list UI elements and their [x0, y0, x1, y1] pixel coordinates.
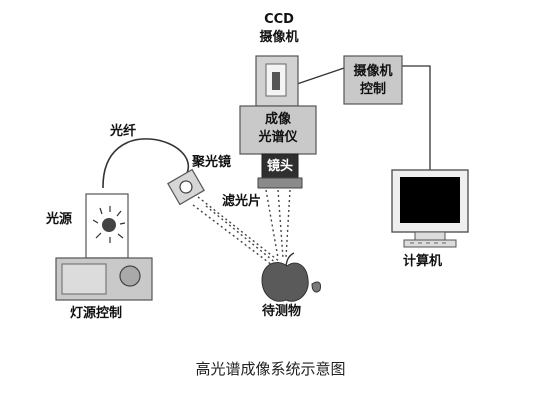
fiber-cable — [102, 138, 189, 189]
camera-controller-box — [343, 55, 403, 105]
sample-label: 待测物 — [262, 304, 302, 319]
condenser-label: 聚光镜 — [192, 155, 232, 170]
light-controller-label: 灯源控制 — [70, 306, 123, 321]
light-source-label: 光源 — [46, 212, 73, 227]
imaging-spectrometer-label-line1: 成像 — [264, 112, 291, 127]
imaging-spectrometer-box — [239, 105, 317, 155]
light-source-controller — [55, 257, 153, 301]
ccd-to-controller-line — [296, 65, 351, 85]
lens-block — [257, 153, 303, 189]
ccd-label-line1: CCD — [264, 12, 294, 27]
imaging-spectrometer-label-line2: 光谱仪 — [258, 130, 298, 145]
condenser-lens — [167, 168, 205, 206]
filter-label: 滤光片 — [222, 194, 262, 209]
ccd-label-line2: 摄像机 — [259, 30, 299, 45]
figure-caption: 高光谱成像系统示意图 — [195, 360, 346, 378]
light-source-lamp — [85, 193, 129, 259]
camera-controller-label-line2: 控制 — [359, 82, 386, 97]
controller-to-computer-line — [395, 65, 431, 170]
computer-label: 计算机 — [403, 254, 443, 269]
light-rays — [192, 189, 291, 269]
sample-object — [261, 252, 321, 302]
lens-label: 镜头 — [266, 159, 293, 174]
camera-controller-label-line1: 摄像机 — [353, 64, 393, 79]
fiber-label: 光纤 — [110, 124, 137, 139]
computer-monitor — [391, 169, 469, 248]
ccd-camera — [255, 55, 299, 107]
